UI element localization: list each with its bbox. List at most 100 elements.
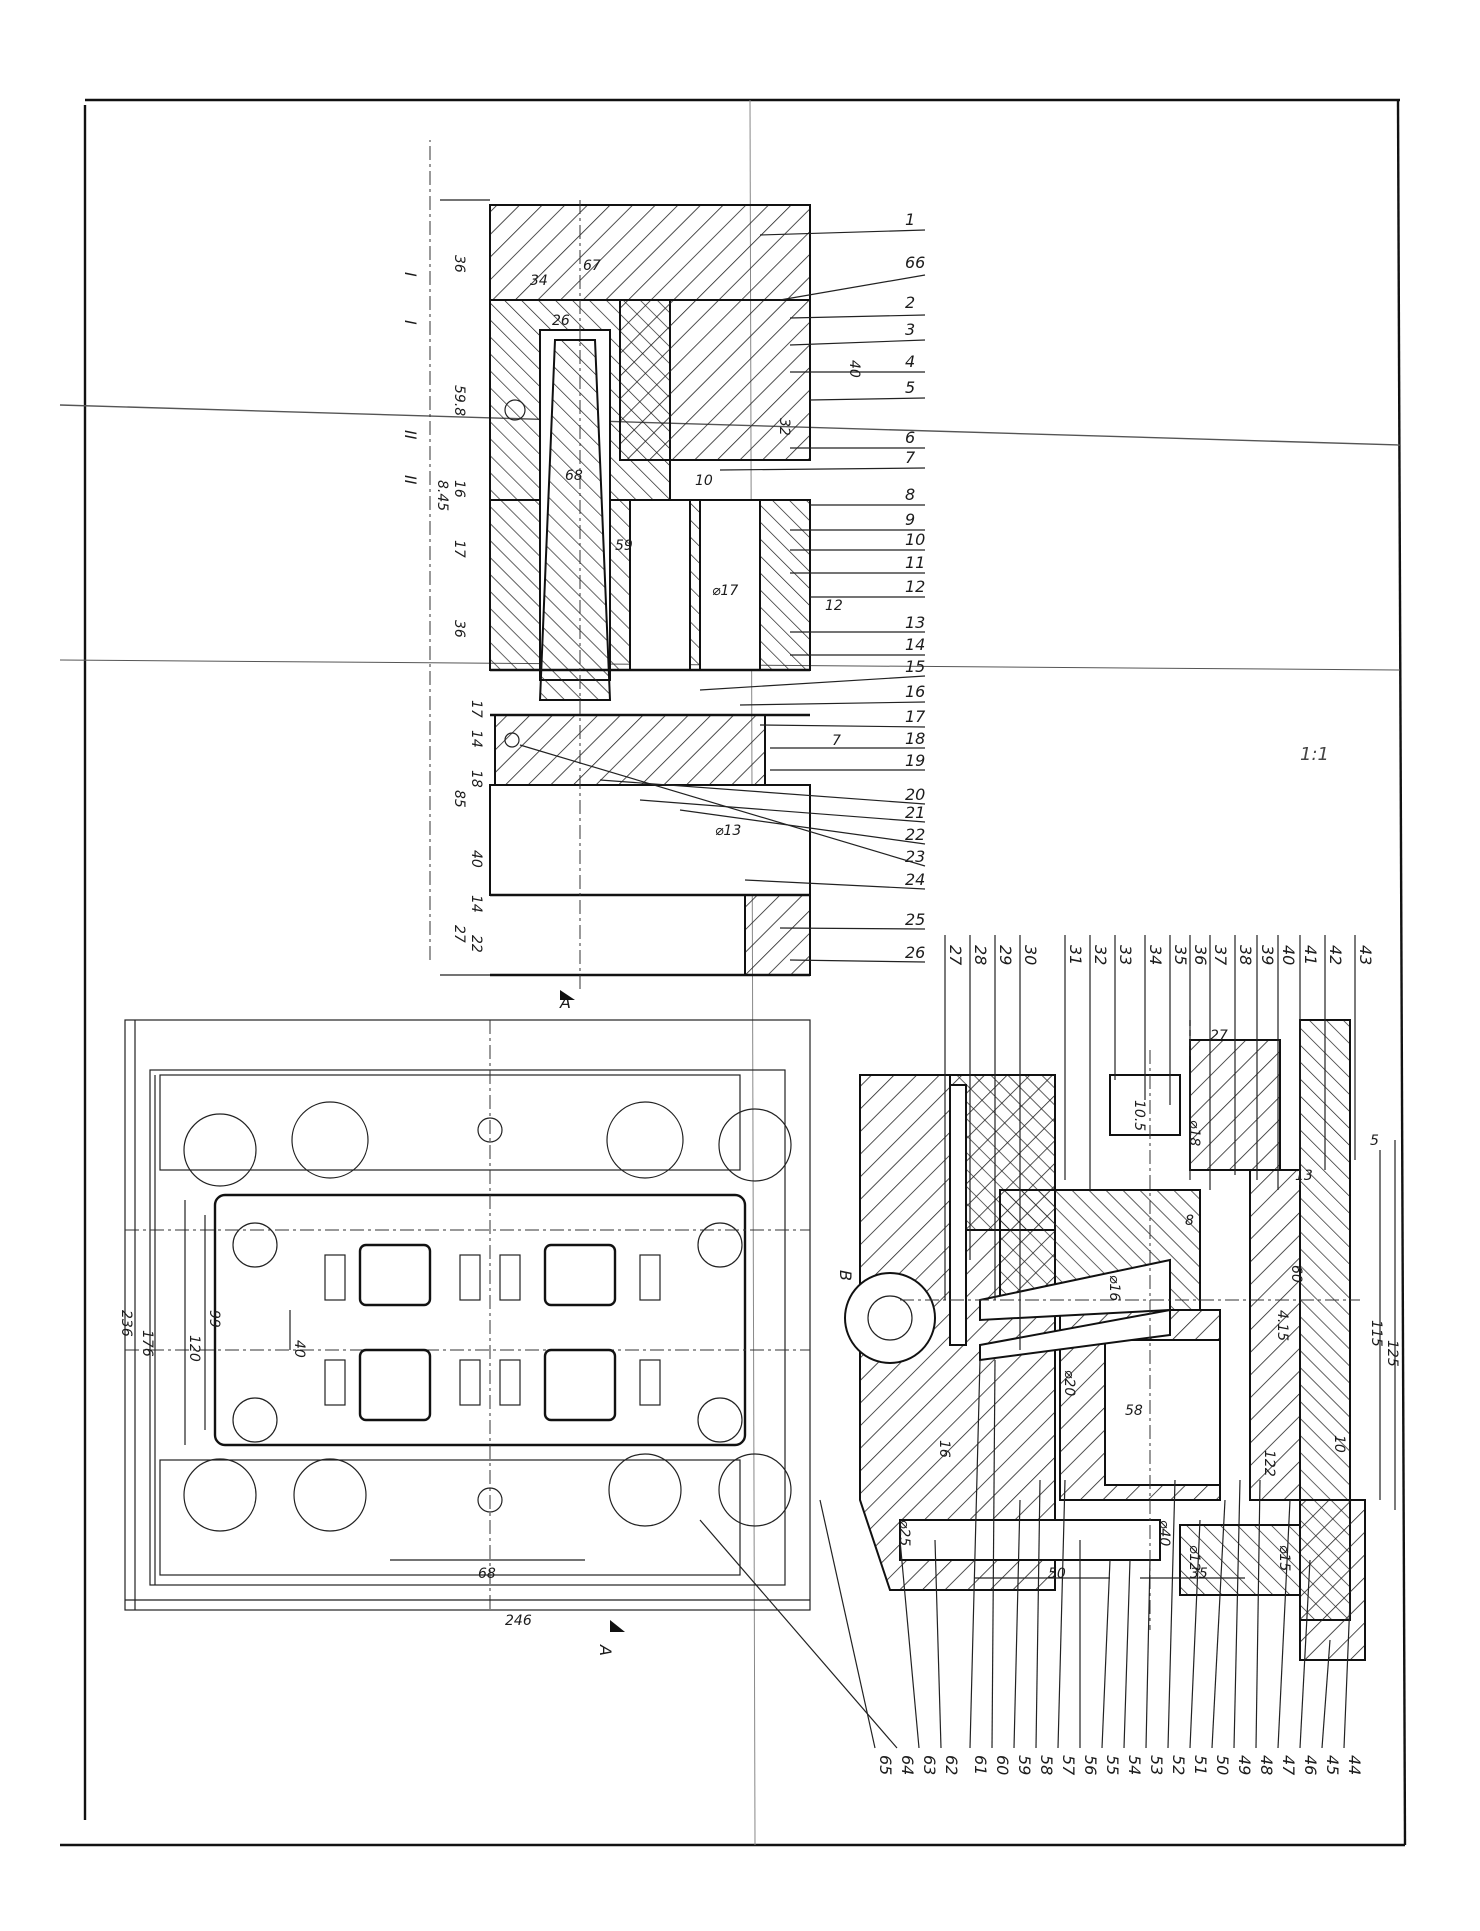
- dim-60: 60: [1288, 1265, 1304, 1283]
- dim-7: 7: [832, 733, 841, 749]
- part-label-31: 31: [1066, 945, 1085, 965]
- dim-phi20: ⌀20: [1061, 1370, 1077, 1396]
- part-label-43: 43: [1356, 945, 1375, 965]
- part-label-19: 19: [905, 751, 925, 770]
- dim-120: 120: [186, 1335, 202, 1362]
- dim-32: 32: [776, 418, 792, 436]
- section-mark-B: B: [836, 1270, 855, 1281]
- part-label-16: 16: [905, 682, 925, 701]
- part-label-20: 20: [905, 785, 925, 804]
- dim-5: 5: [1370, 1133, 1379, 1149]
- dim-17-a: 17: [451, 540, 467, 558]
- part-label-39: 39: [1258, 945, 1277, 965]
- part-label-32: 32: [1091, 945, 1110, 965]
- dim-phi25: ⌀25: [896, 1520, 912, 1546]
- dim-246: 246: [505, 1613, 532, 1629]
- upper-vertical-dimensions: 36 59.8 16 8.45 17 36 17 14 18 85 40 14 …: [434, 255, 484, 953]
- part-label-47: 47: [1279, 1755, 1298, 1776]
- plan-dimensions: 246 236 176 120 99 40 68: [118, 1310, 532, 1629]
- part-label-4: 4: [905, 352, 915, 371]
- part-label-52: 52: [1169, 1755, 1188, 1775]
- part-label-51: 51: [1191, 1755, 1210, 1775]
- part-label-45: 45: [1323, 1755, 1342, 1775]
- dim-68-angle: 68: [565, 468, 583, 484]
- dim-68-plan: 68: [478, 1566, 496, 1582]
- part-label-6: 6: [905, 428, 915, 447]
- dim-17-b: 17: [468, 700, 484, 718]
- dim-phi18: ⌀18: [1186, 1120, 1202, 1146]
- part-label-12: 12: [905, 577, 925, 596]
- dim-58: 58: [1125, 1403, 1143, 1419]
- dim-10-5: 10.5: [1131, 1100, 1147, 1131]
- part-label-62: 62: [942, 1755, 961, 1775]
- section-mark-I-a: I: [401, 272, 420, 277]
- part-label-40: 40: [1279, 945, 1298, 965]
- lower-section-view: [844, 1019, 1396, 1661]
- part-label-56: 56: [1081, 1755, 1100, 1775]
- part-label-50: 50: [1213, 1755, 1232, 1775]
- part-label-2: 2: [905, 293, 915, 312]
- dim-phi13: ⌀13: [715, 823, 741, 839]
- section-mark-II-a: II: [401, 430, 420, 440]
- part-label-36: 36: [1191, 945, 1210, 965]
- part-label-48: 48: [1257, 1755, 1276, 1775]
- dim-phi17: ⌀17: [712, 583, 738, 599]
- part-label-22: 22: [905, 825, 925, 844]
- faded-scale-note: 1:1: [1300, 744, 1329, 765]
- part-label-44: 44: [1345, 1755, 1364, 1775]
- part-label-3: 3: [905, 320, 915, 339]
- dim-phi16: ⌀16: [1106, 1275, 1122, 1301]
- part-label-15: 15: [905, 657, 925, 676]
- part-label-27: 27: [946, 945, 965, 966]
- part-label-17: 17: [905, 707, 926, 726]
- section-mark-A-lower: A: [596, 1644, 615, 1656]
- dim-40-inner: 40: [846, 360, 862, 378]
- upper-part-labels: 1 66 2 3 4 5 6 7 8 9 10 11 12 13 14 15 1…: [905, 210, 926, 962]
- dim-122: 122: [1261, 1450, 1277, 1477]
- dim-27: 27: [451, 925, 467, 943]
- part-label-63: 63: [920, 1755, 939, 1775]
- part-label-60: 60: [993, 1755, 1012, 1775]
- dim-4-15: 4.15: [1274, 1310, 1290, 1341]
- section-mark-I-b: I: [401, 320, 420, 325]
- dim-36-top: 36: [451, 255, 467, 273]
- part-label-59: 59: [1015, 1755, 1034, 1775]
- part-label-14: 14: [905, 635, 925, 654]
- dim-40: 40: [468, 850, 484, 868]
- dim-8-45: 8.45: [434, 480, 450, 511]
- dim-14-a: 14: [468, 730, 484, 748]
- part-label-53: 53: [1147, 1755, 1166, 1775]
- part-label-61: 61: [971, 1755, 990, 1775]
- lower-top-part-labels: 27 28 29 30 31 32 33 34 35 36 37 38 39 4…: [946, 945, 1375, 966]
- part-label-55: 55: [1103, 1755, 1122, 1775]
- lower-bottom-leader-lines: [699, 1359, 1351, 1749]
- section-marks: I I II II A A B: [401, 272, 855, 1656]
- dim-16: 16: [451, 480, 467, 498]
- part-label-57: 57: [1059, 1755, 1078, 1776]
- dim-18: 18: [468, 770, 484, 788]
- dim-50: 50: [1048, 1566, 1066, 1582]
- part-label-49: 49: [1235, 1755, 1254, 1775]
- lower-top-leader-lines: [944, 935, 1356, 1350]
- dim-115: 115: [1368, 1320, 1384, 1347]
- dim-99: 99: [206, 1310, 222, 1328]
- dim-8: 8: [1185, 1213, 1194, 1229]
- part-label-28: 28: [971, 945, 990, 965]
- part-label-1: 1: [905, 210, 915, 229]
- part-label-24: 24: [905, 870, 925, 889]
- dim-22: 22: [468, 935, 484, 953]
- dim-85: 85: [451, 790, 467, 808]
- part-label-35: 35: [1171, 945, 1190, 965]
- dim-34: 34: [530, 273, 548, 289]
- part-label-37: 37: [1211, 945, 1230, 966]
- part-label-21: 21: [905, 803, 925, 822]
- part-label-38: 38: [1236, 945, 1255, 965]
- part-label-65: 65: [876, 1755, 895, 1775]
- part-label-18: 18: [905, 729, 925, 748]
- part-label-29: 29: [996, 945, 1015, 965]
- dim-16-lower: 16: [936, 1440, 952, 1458]
- part-label-7: 7: [905, 448, 916, 467]
- dim-13: 13: [1295, 1168, 1313, 1184]
- dim-36-mid: 36: [451, 620, 467, 638]
- section-mark-A-upper: A: [559, 993, 571, 1012]
